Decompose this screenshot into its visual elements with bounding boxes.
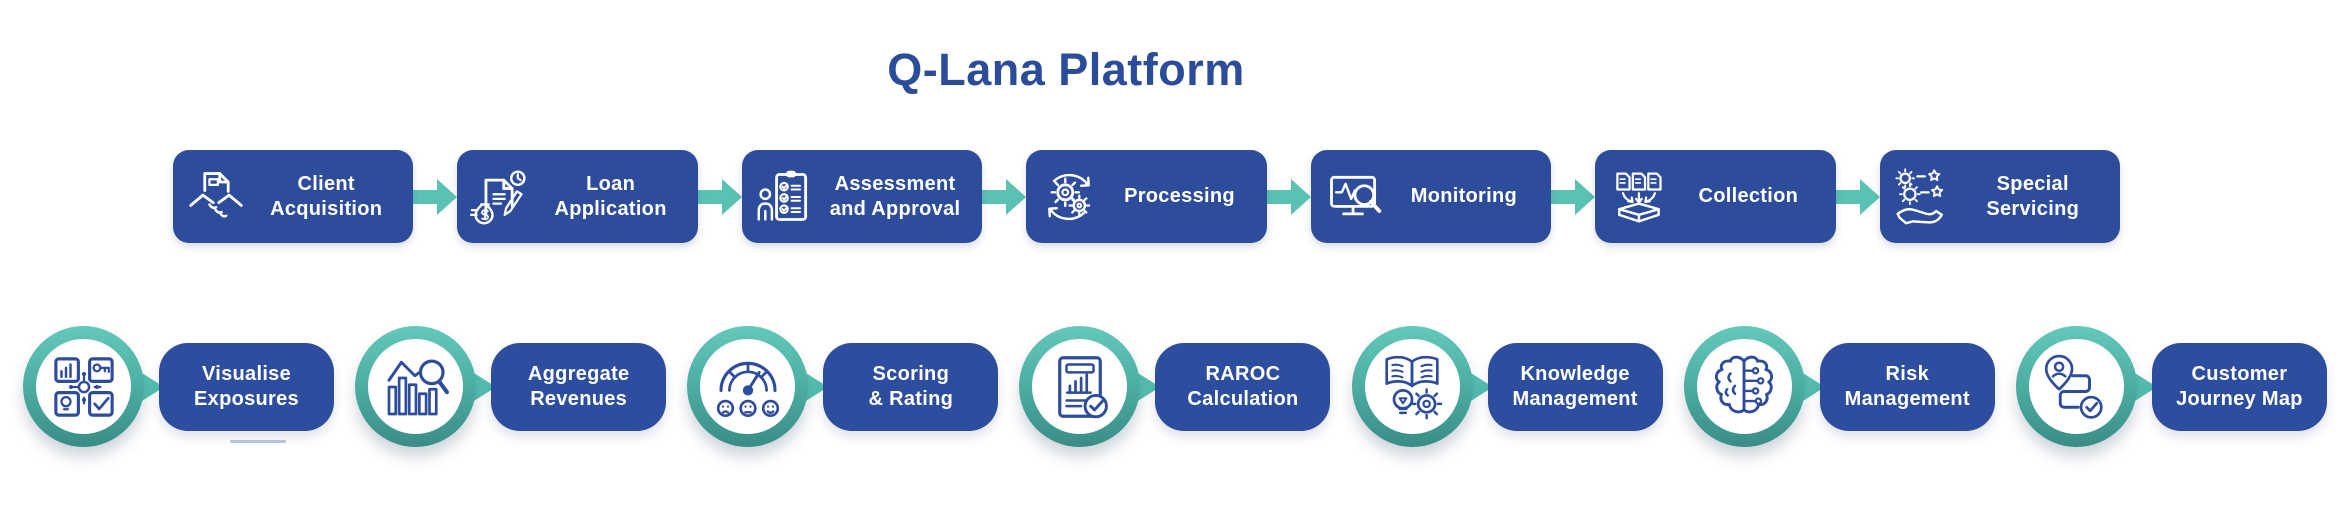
book-bulb-gear-icon xyxy=(1351,326,1473,447)
feature-label: Knowledge Management xyxy=(1487,342,1663,431)
step-collection: Collection xyxy=(1595,150,1836,243)
feature-aggregate-revenues: Aggregate Revenues xyxy=(355,326,667,447)
gauge-faces-icon xyxy=(687,326,809,447)
feature-knowledge-management: Knowledge Management xyxy=(1351,326,1663,447)
feature-label: Risk Management xyxy=(1819,342,1995,431)
flow-arrow-icon xyxy=(1551,178,1596,216)
journey-pin-check-icon xyxy=(2015,326,2137,447)
feature-raroc-calculation: RAROC Calculation xyxy=(1019,326,1331,447)
documents-collect-icon xyxy=(1608,167,1668,227)
bars-magnifier-icon xyxy=(355,326,477,447)
grid-network-icon xyxy=(23,326,144,447)
step-label: Loan Application xyxy=(554,173,667,220)
step-label: Processing xyxy=(1124,185,1235,208)
monitor-pulse-magnifier-icon xyxy=(1324,167,1384,227)
flow-arrow-icon xyxy=(1835,178,1880,216)
flow-arrow-icon xyxy=(1266,178,1311,216)
gears-cycle-icon xyxy=(1039,167,1099,227)
feature-label: Scoring & Rating xyxy=(823,342,999,431)
step-label: Client Acquisition xyxy=(270,173,383,220)
step-assessment-approval: Assessment and Approval xyxy=(741,150,983,243)
report-check-icon xyxy=(1019,326,1141,447)
features-row: Visualise Exposures Aggregate Revenues xyxy=(23,326,2327,447)
hand-gears-stars-icon xyxy=(1893,167,1953,227)
underline-artifact xyxy=(230,440,286,443)
step-label: Monitoring xyxy=(1410,185,1518,208)
loan-document-icon xyxy=(470,167,530,227)
person-checklist-icon xyxy=(755,167,815,227)
step-special-servicing: Special Servicing xyxy=(1879,150,2120,243)
process-flow-row: Client Acquisition Loan Application xyxy=(173,150,2120,243)
step-client-acquisition: Client Acquisition xyxy=(173,150,414,243)
step-label: Assessment and Approval xyxy=(829,173,961,220)
feature-label: Customer Journey Map xyxy=(2151,342,2327,431)
brain-circuit-icon xyxy=(1683,326,1805,447)
feature-label: Aggregate Revenues xyxy=(491,342,667,431)
step-loan-application: Loan Application xyxy=(457,150,698,243)
step-monitoring: Monitoring xyxy=(1310,150,1552,243)
handshake-document-icon xyxy=(186,167,246,227)
feature-visualise-exposures: Visualise Exposures xyxy=(23,326,334,447)
step-processing: Processing xyxy=(1026,150,1267,243)
feature-risk-management: Risk Management xyxy=(1683,326,1995,447)
step-label: Special Servicing xyxy=(1986,173,2080,220)
feature-customer-journey-map: Customer Journey Map xyxy=(2015,326,2327,447)
step-label: Collection xyxy=(1698,185,1799,208)
page-title: Q-Lana Platform xyxy=(887,44,1245,95)
flow-arrow-icon xyxy=(413,178,458,216)
flow-arrow-icon xyxy=(982,178,1027,216)
flow-arrow-icon xyxy=(697,178,742,216)
feature-label: RAROC Calculation xyxy=(1155,342,1331,431)
feature-label: Visualise Exposures xyxy=(159,342,334,431)
feature-scoring-rating: Scoring & Rating xyxy=(687,326,999,447)
